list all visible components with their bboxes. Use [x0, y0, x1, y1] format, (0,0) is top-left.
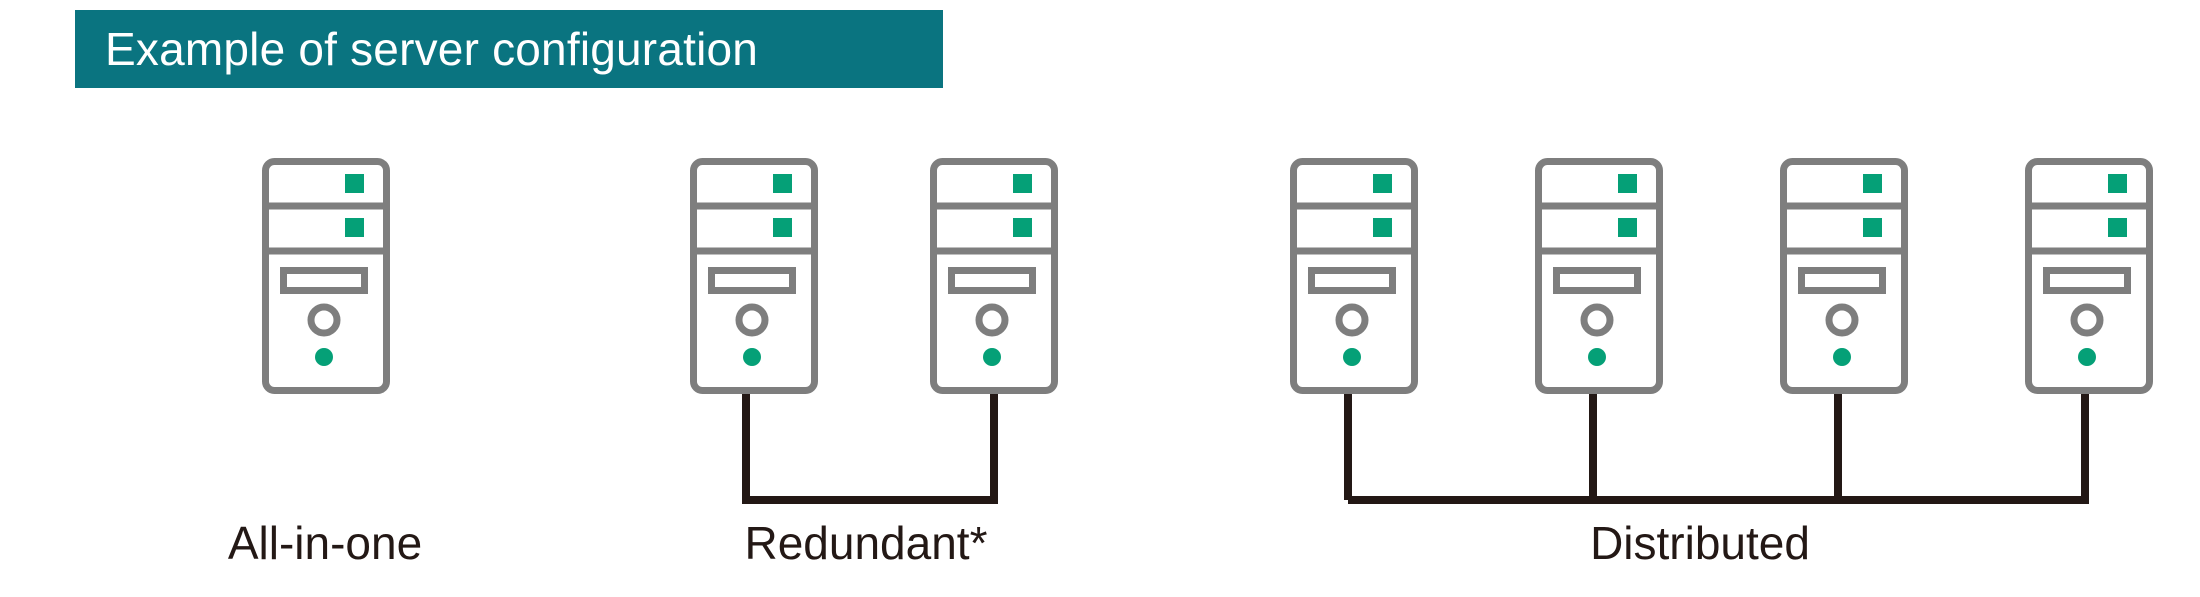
server-group-all-in-one — [266, 162, 387, 391]
server-tower-icon — [1294, 162, 1415, 391]
title-banner: Example of server configuration — [75, 10, 943, 88]
group-caption-redundant: Redundant* — [744, 517, 988, 569]
server-group-redundant — [694, 162, 1055, 504]
connector-redundant — [742, 394, 998, 504]
group-caption-distributed: Distributed — [1590, 517, 1810, 569]
server-tower-icon — [934, 162, 1055, 391]
connector-distributed — [1344, 394, 2089, 504]
server-tower-icon — [2029, 162, 2150, 391]
server-tower-icon — [694, 162, 815, 391]
group-caption-all-in-one: All-in-one — [227, 517, 423, 569]
server-tower-icon — [1784, 162, 1905, 391]
server-tower-icon — [1539, 162, 1660, 391]
server-group-distributed — [1294, 162, 2150, 504]
server-tower-icon — [266, 162, 387, 391]
page-title: Example of server configuration — [105, 23, 759, 75]
